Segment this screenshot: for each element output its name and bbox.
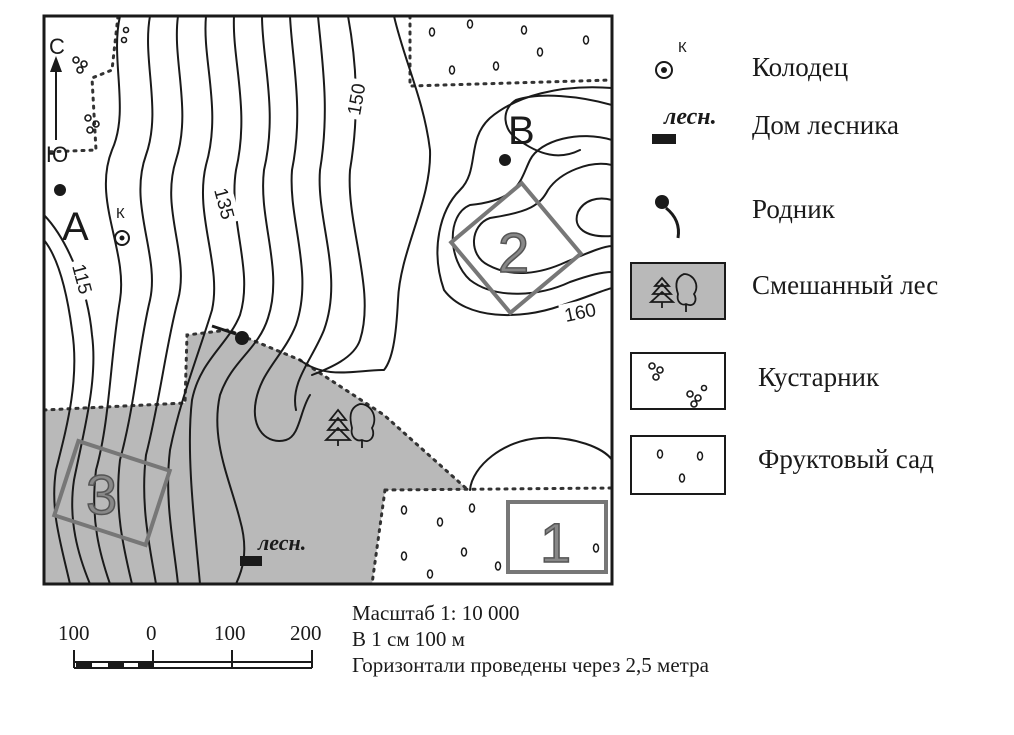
well-icon bbox=[114, 230, 130, 246]
orchard-symbols bbox=[400, 19, 600, 579]
plot-3-label: 3 bbox=[86, 463, 117, 526]
orchard-icon bbox=[656, 449, 704, 483]
legend-spring-label: Родник bbox=[752, 194, 836, 224]
orchard-boundary-se bbox=[383, 486, 612, 492]
svg-text:115: 115 bbox=[67, 262, 95, 297]
legend-orchard-label: Фруктовый сад bbox=[758, 444, 934, 474]
well-marker-label: К bbox=[116, 205, 125, 222]
point-a-label: А bbox=[62, 205, 89, 249]
shrub-icon bbox=[648, 362, 708, 408]
svg-text:135: 135 bbox=[209, 186, 237, 222]
legend-item-mixed-forest: Смешанный лес bbox=[630, 262, 938, 320]
legend-well-marker: К bbox=[678, 39, 687, 56]
plot-2-label: 2 bbox=[498, 221, 529, 284]
orchard-divider bbox=[370, 488, 387, 584]
legend-item-shrub: Кустарник bbox=[630, 352, 880, 410]
well-icon bbox=[655, 61, 673, 79]
legend-item-well: К Колодец bbox=[655, 39, 848, 82]
contour-label-150: 150 bbox=[341, 77, 373, 121]
legend-item-forester-house: лесн. Дом лесника bbox=[652, 104, 899, 144]
scale-tick-0: 0 bbox=[146, 621, 157, 645]
plot-1-label: 1 bbox=[540, 511, 571, 574]
spring-icon bbox=[655, 195, 680, 239]
legend-item-orchard: Фруктовый сад bbox=[630, 435, 934, 495]
contour-lines bbox=[44, 16, 612, 584]
plot-1: 1 bbox=[506, 500, 608, 575]
legend-well-label: Колодец bbox=[752, 52, 848, 82]
compass-south-label: Ю bbox=[46, 142, 68, 167]
point-b-marker bbox=[499, 154, 511, 166]
map-area: 2 1 3 150 135 115 160 bbox=[44, 16, 612, 584]
shrub-swatch bbox=[630, 352, 726, 410]
plot-3: 3 bbox=[51, 438, 173, 548]
legend-item-spring: Родник bbox=[655, 194, 836, 239]
orchard-boundary-ne bbox=[408, 16, 612, 88]
forester-house-icon bbox=[240, 556, 262, 566]
contour-interval-text: Горизонтали проведены через 2,5 метра bbox=[352, 653, 710, 677]
contour-label-135: 135 bbox=[207, 181, 241, 227]
point-a-marker bbox=[54, 184, 66, 196]
legend-forester-label: Дом лесника bbox=[752, 110, 899, 140]
scale-cm-text: В 1 см 100 м bbox=[352, 627, 465, 651]
compass: С Ю bbox=[46, 34, 68, 167]
scale-tick-100: 100 bbox=[214, 621, 246, 645]
scale-bar: 100 0 100 200 bbox=[58, 621, 322, 669]
spring-icon bbox=[211, 324, 249, 345]
point-b-label: В bbox=[508, 109, 535, 153]
legend-forester-marker: лесн. bbox=[663, 104, 717, 130]
contour-label-160: 160 bbox=[558, 296, 603, 329]
shrub-symbols bbox=[72, 26, 130, 134]
map-frame bbox=[42, 14, 614, 586]
legend-mixed-forest-label: Смешанный лес bbox=[752, 270, 938, 300]
mixed-forest-icon bbox=[648, 273, 698, 312]
legend-shrub-label: Кустарник bbox=[758, 362, 880, 392]
plot-3-frame bbox=[51, 438, 173, 548]
forester-house-icon bbox=[652, 134, 676, 144]
scale-tick-100-left: 100 bbox=[58, 621, 90, 645]
scale-ratio-text: Масштаб 1: 10 000 bbox=[352, 601, 520, 625]
legend: К Колодец лесн. Дом лесника Родник Смеша… bbox=[630, 39, 938, 495]
scale-tick-200: 200 bbox=[290, 621, 322, 645]
plot-1-frame bbox=[506, 500, 608, 574]
forester-house-label: лесн. bbox=[257, 530, 306, 555]
orchard-swatch bbox=[630, 435, 726, 495]
contour-label-115: 115 bbox=[65, 257, 99, 303]
forest-symbol-icon bbox=[323, 403, 376, 448]
compass-north-label: С bbox=[49, 34, 65, 59]
plot-2: 2 bbox=[448, 180, 584, 316]
plot-2-frame bbox=[448, 180, 584, 316]
mixed-forest-area bbox=[44, 330, 468, 584]
